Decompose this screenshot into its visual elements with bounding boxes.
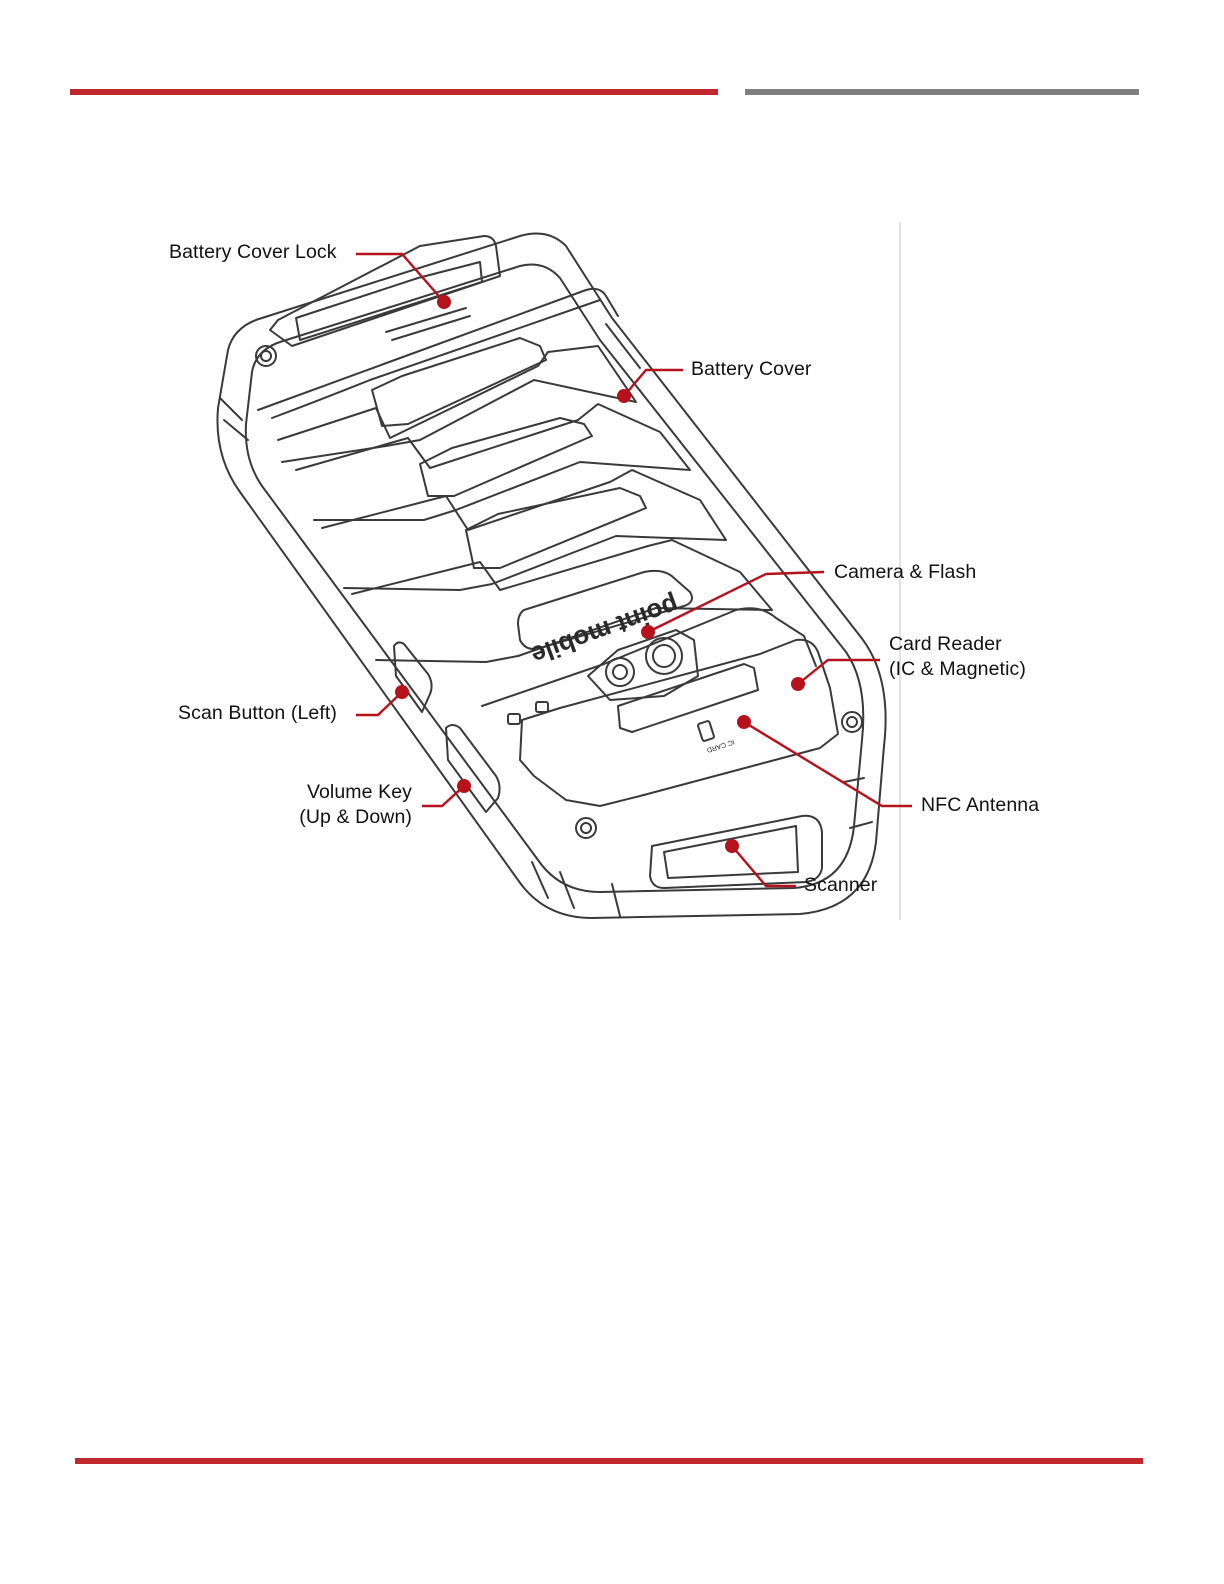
callout-label: Scanner (804, 873, 877, 898)
callout-card-reader: Card Reader (IC & Magnetic) (889, 632, 1026, 682)
callout-scan-button-left: Scan Button (Left) (178, 701, 337, 726)
callout-label: Card Reader (889, 632, 1026, 657)
callout-label: Battery Cover (691, 357, 812, 382)
callout-camera-flash: Camera & Flash (834, 560, 976, 585)
callout-label: Battery Cover Lock (169, 240, 337, 265)
callout-battery-cover-lock: Battery Cover Lock (169, 240, 337, 265)
callout-nfc-antenna: NFC Antenna (921, 793, 1039, 818)
callout-label-sub: (IC & Magnetic) (889, 657, 1026, 682)
callout-battery-cover: Battery Cover (691, 357, 812, 382)
callout-leaders (356, 254, 912, 886)
callout-label: Scan Button (Left) (178, 701, 337, 726)
callout-scanner: Scanner (804, 873, 877, 898)
callout-volume-key: Volume Key (Up & Down) (280, 780, 412, 830)
callout-label: Camera & Flash (834, 560, 976, 585)
callout-label: Volume Key (280, 780, 412, 805)
callout-label: NFC Antenna (921, 793, 1039, 818)
callout-label-sub: (Up & Down) (280, 805, 412, 830)
